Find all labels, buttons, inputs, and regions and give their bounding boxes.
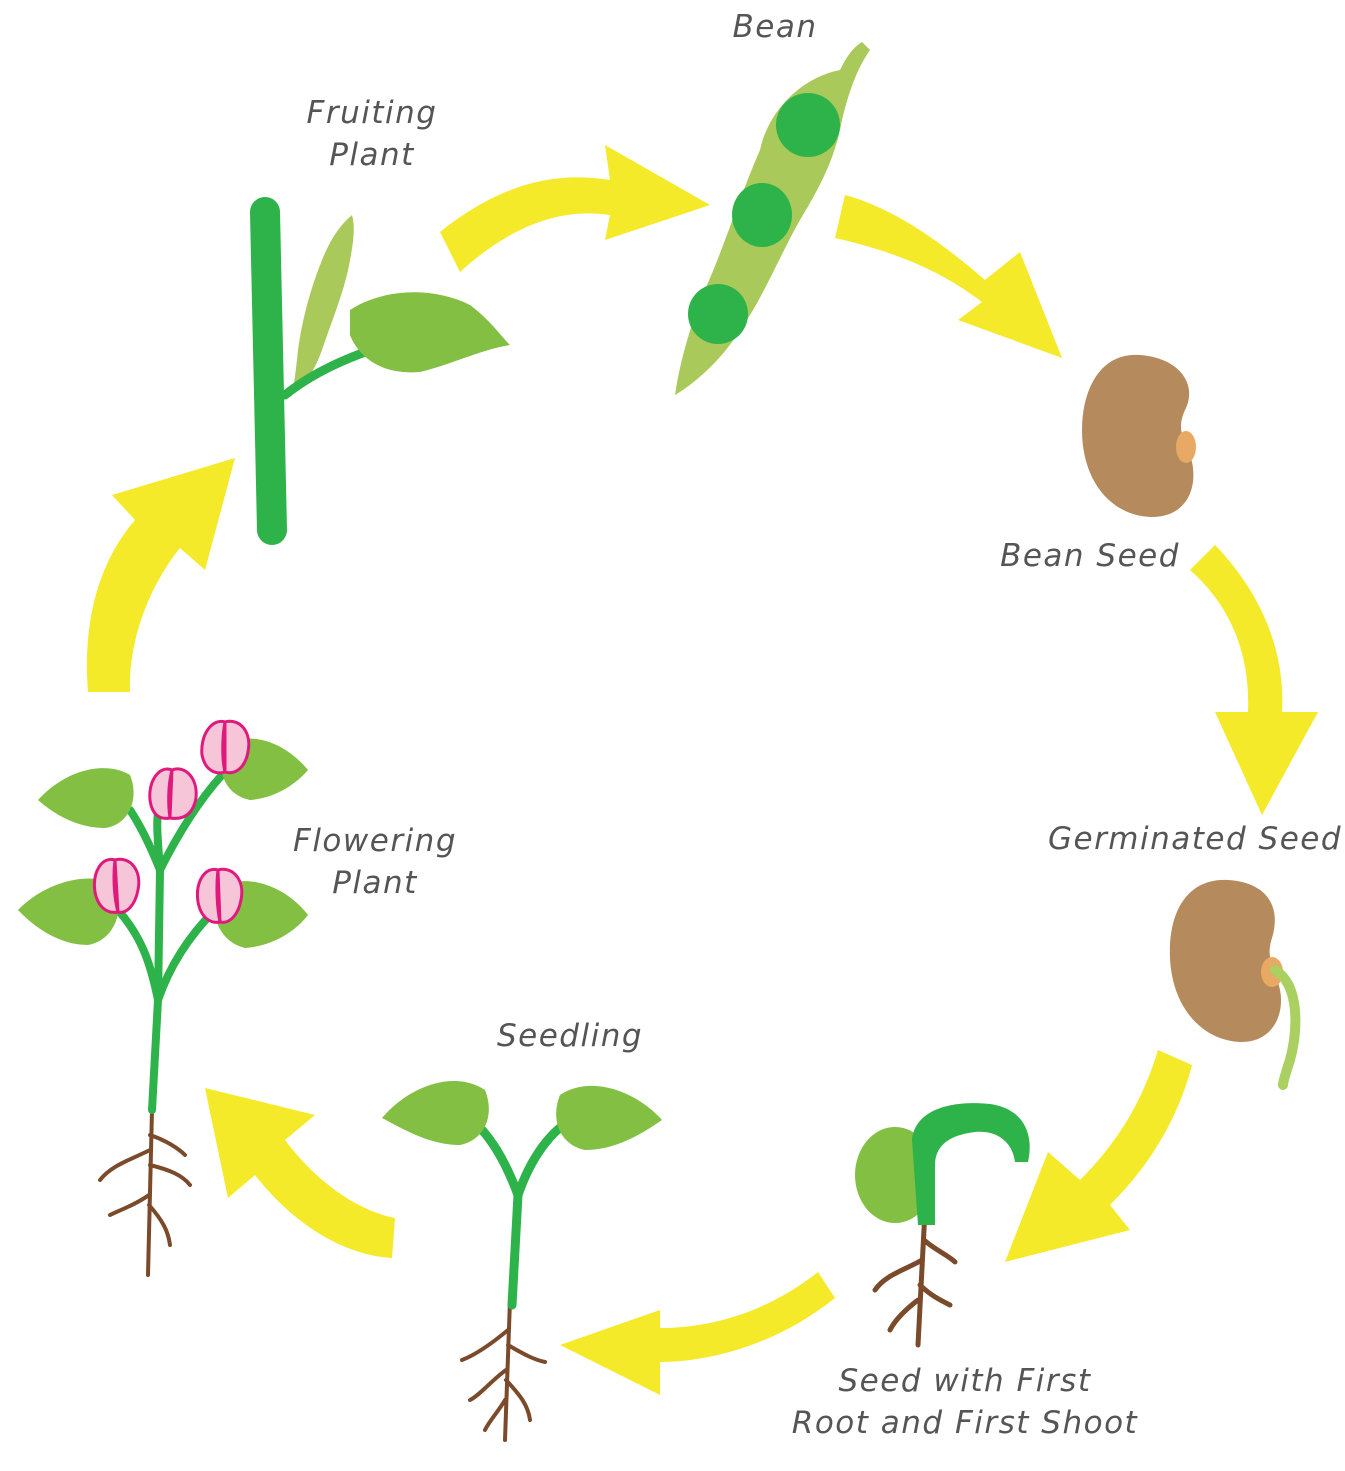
flower-4 <box>197 869 241 922</box>
arrow-bean-to-seed <box>835 195 1062 358</box>
flowering-stem <box>118 775 222 1110</box>
label-flowering-plant: Flowering Plant <box>290 820 460 904</box>
arrow-fruiting-to-bean <box>440 145 710 272</box>
bean-seed <box>1082 355 1193 517</box>
bean-seed-illustration <box>1082 355 1196 517</box>
seedling-leaf-right <box>556 1086 662 1150</box>
label-bean: Bean <box>725 6 825 48</box>
fruiting-leaf <box>350 292 510 372</box>
label-fruiting-plant-line2: Plant <box>292 134 452 176</box>
label-seedling: Seedling <box>490 1015 650 1057</box>
label-bean-text: Bean <box>725 6 825 48</box>
flower-1 <box>150 769 196 818</box>
label-seed-root-shoot: Seed with First Root and First Shoot <box>775 1360 1155 1444</box>
label-bean-seed: Bean Seed <box>995 535 1185 577</box>
seedling-roots <box>462 1300 545 1440</box>
label-flowering-plant-line2: Plant <box>290 862 460 904</box>
seedling-leaf-left <box>382 1081 489 1145</box>
label-bean-seed-text: Bean Seed <box>995 535 1185 577</box>
fruiting-main-stem <box>265 212 272 530</box>
seed-root-shoot-illustration <box>855 1103 1030 1345</box>
flowering-plant-illustration <box>18 721 308 1275</box>
label-seedling-text: Seedling <box>490 1015 650 1057</box>
bean-1 <box>776 93 840 157</box>
arrow-germinated-to-shoot <box>1005 1050 1192 1262</box>
flowering-roots <box>100 1110 190 1275</box>
arrow-flowering-to-fruiting <box>87 458 235 692</box>
bean-3 <box>688 284 748 344</box>
flower-2 <box>202 721 249 773</box>
seedling-illustration <box>382 1081 662 1440</box>
first-shoot <box>912 1103 1030 1225</box>
label-seed-root-shoot-line1: Seed with First <box>775 1360 1155 1402</box>
label-flowering-plant-line1: Flowering <box>290 820 460 862</box>
shoot-roots <box>875 1210 955 1345</box>
arrow-seedling-to-flowering <box>205 1088 395 1258</box>
label-seed-root-shoot-line2: Root and First Shoot <box>775 1402 1155 1444</box>
flower-3 <box>94 859 138 912</box>
seedling-stem <box>470 1118 575 1305</box>
label-fruiting-plant: Fruiting Plant <box>292 92 452 176</box>
bean-seed-hilum <box>1176 431 1196 463</box>
label-fruiting-plant-line1: Fruiting <box>292 92 452 134</box>
label-germinated-seed: Germinated Seed <box>1045 818 1345 860</box>
germinated-seed-illustration <box>1170 880 1296 1085</box>
label-germinated-seed-text: Germinated Seed <box>1045 818 1345 860</box>
arrow-seed-to-germinated <box>1190 545 1318 815</box>
flowering-leaf-1 <box>38 768 134 828</box>
bean-2 <box>732 183 792 247</box>
germinated-seed <box>1170 880 1281 1042</box>
